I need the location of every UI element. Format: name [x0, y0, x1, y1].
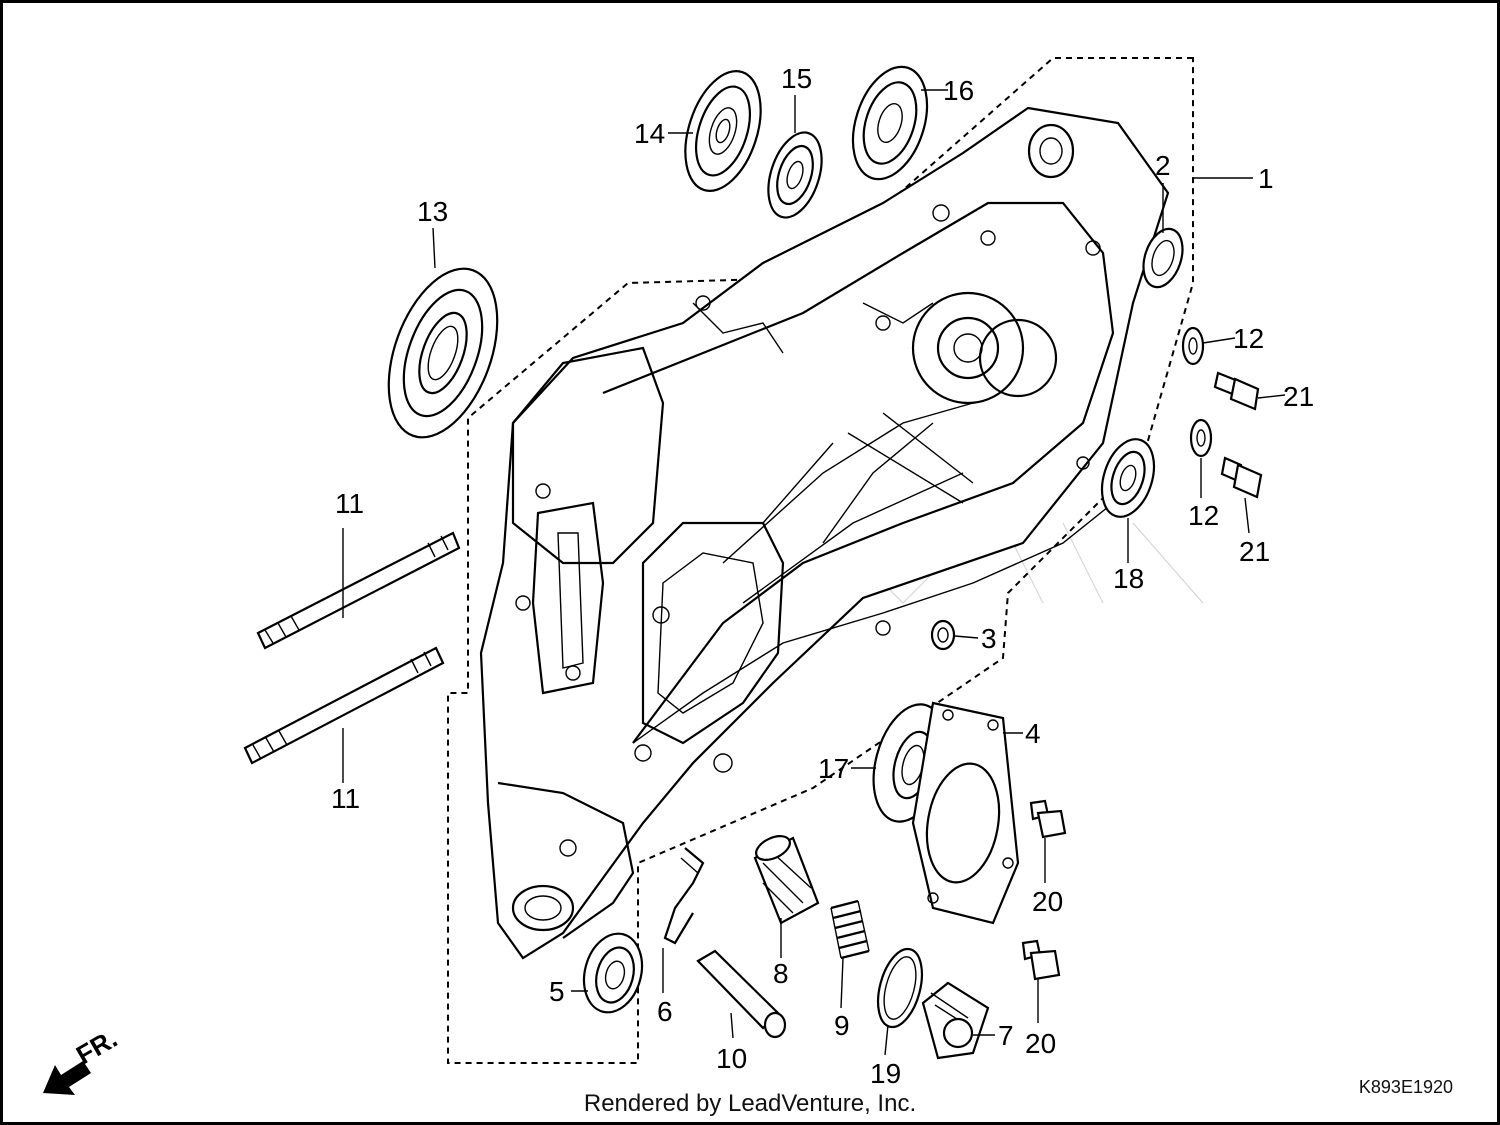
callout-7: 7	[998, 1020, 1014, 1051]
part-7-drain-plug	[921, 981, 990, 1060]
part-12-washer-lower	[1189, 418, 1213, 458]
callout-20-upper: 20	[1032, 886, 1063, 917]
part-14-bearing	[684, 70, 762, 192]
part-21-bolt-upper	[1213, 371, 1260, 411]
callout-4: 4	[1025, 718, 1041, 749]
callout-6: 6	[657, 996, 673, 1027]
diagram-code: K893E1920	[1359, 1077, 1453, 1097]
part-16-bearing	[851, 65, 929, 181]
part-13-bearing	[387, 267, 499, 439]
part-18-oil-seal	[1100, 438, 1156, 518]
callout-17: 17	[818, 753, 849, 784]
callout-labels: 1 2 3 4 5 6 7 8 9 10 11 11 12 12 13 14 1…	[331, 63, 1314, 1089]
part-2-oil-seal	[1142, 227, 1184, 289]
crankcase-exploded-view: 1 2 3 4 5 6 7 8 9 10 11 11 12 12 13 14 1…	[43, 57, 1453, 1117]
callout-3: 3	[981, 623, 997, 654]
front-direction-indicator: FR.	[43, 1023, 122, 1095]
part-19-o-ring	[876, 947, 924, 1029]
part-20-bolt-lower	[1021, 939, 1061, 981]
callout-1: 1	[1258, 163, 1274, 194]
callout-12-upper: 12	[1233, 323, 1264, 354]
part-9-spring	[830, 899, 870, 960]
callout-18: 18	[1113, 563, 1144, 594]
callout-2: 2	[1155, 150, 1171, 181]
part-5-bearing	[582, 932, 644, 1014]
left-crankcase-housing	[479, 106, 1170, 960]
part-3-dowel-pin	[930, 619, 956, 651]
callout-8: 8	[773, 958, 789, 989]
callout-16: 16	[943, 75, 974, 106]
front-label: FR.	[71, 1023, 122, 1070]
part-4-cover-plate	[911, 701, 1020, 925]
callout-14: 14	[634, 118, 665, 149]
callout-11-lower: 11	[331, 783, 360, 814]
callout-5: 5	[549, 976, 565, 1007]
front-arrow-icon	[43, 1061, 91, 1095]
part-10-shaft	[696, 949, 787, 1039]
render-credit: Rendered by LeadVenture, Inc.	[584, 1090, 916, 1117]
part-11-stud-lower	[243, 646, 445, 765]
callout-9: 9	[834, 1010, 850, 1041]
part-8-strainer-screen	[753, 835, 820, 925]
part-11-stud-upper	[256, 531, 461, 650]
callout-15: 15	[781, 63, 812, 94]
part-6-spring-clip	[663, 847, 705, 945]
leader-lines	[342, 89, 1286, 1056]
part-12-washer-upper	[1181, 326, 1205, 366]
part-15-bearing	[767, 131, 823, 219]
part-20-bolt-upper	[1029, 799, 1067, 839]
callout-21-upper: 21	[1283, 381, 1314, 412]
callout-21-lower: 21	[1239, 536, 1270, 567]
callout-20-lower: 20	[1025, 1028, 1056, 1059]
assembly-boundary	[447, 57, 1194, 1064]
callout-12-lower: 12	[1188, 500, 1219, 531]
callout-10: 10	[716, 1043, 747, 1074]
callout-13: 13	[417, 196, 448, 227]
callout-19: 19	[870, 1058, 901, 1089]
part-21-bolt-lower	[1220, 456, 1263, 499]
callout-11-upper: 11	[335, 488, 364, 519]
